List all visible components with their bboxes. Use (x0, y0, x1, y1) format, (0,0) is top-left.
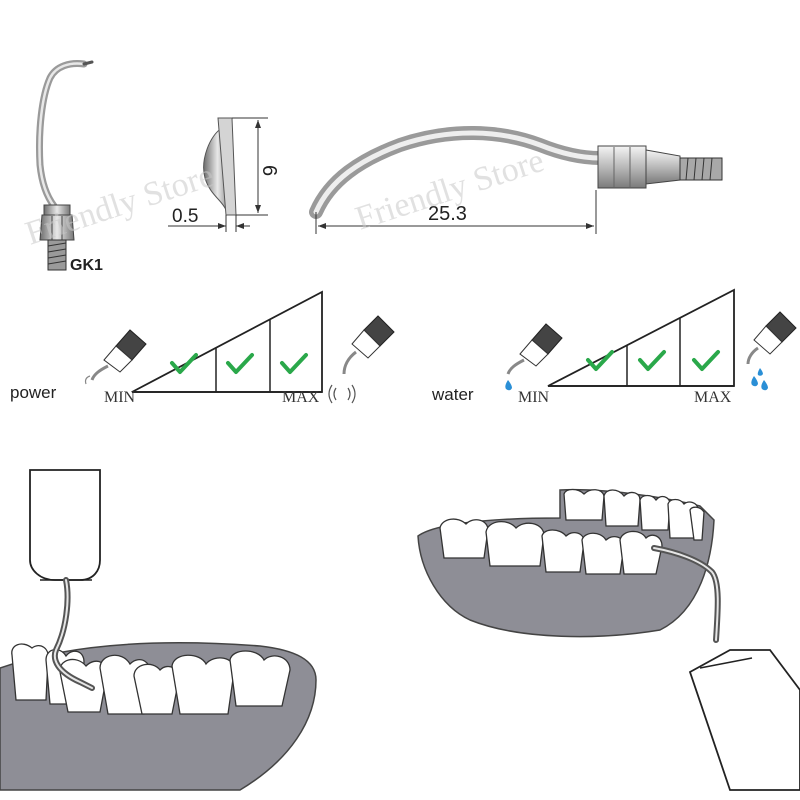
handpiece-icon (84, 329, 147, 385)
check-icon (586, 350, 614, 371)
power-max-label: MAX (282, 389, 320, 406)
dimension-length: 25.3 (428, 203, 467, 225)
dimension-thickness: 0.5 (172, 206, 198, 227)
water-max-label: MAX (694, 389, 732, 406)
handpiece-icon (746, 311, 797, 365)
dimension-height: 6 (258, 165, 280, 176)
tip-side-view (309, 126, 723, 234)
handpiece-icon (506, 323, 563, 375)
power-label: power (10, 383, 57, 402)
gk1-tip-illustration (36, 60, 94, 271)
power-scale (84, 290, 395, 404)
handpiece-icon (342, 315, 395, 375)
water-min-label: MIN (518, 389, 550, 406)
check-icon (638, 350, 666, 371)
check-icon (692, 350, 720, 371)
water-drop-icon (751, 376, 758, 387)
water-drop-icon (505, 380, 512, 391)
water-scale (505, 288, 797, 391)
water-label: water (431, 385, 474, 404)
water-drop-icon (757, 368, 763, 376)
lower-jaw-illustration (0, 469, 317, 791)
upper-jaw-illustration (417, 488, 800, 791)
check-icon (170, 353, 198, 374)
check-icon (226, 353, 254, 374)
tip-model-label: GK1 (70, 257, 103, 274)
check-icon (280, 353, 308, 374)
vibration-icon (328, 384, 356, 404)
water-drop-icon (761, 380, 768, 391)
tip-cross-section (168, 117, 268, 232)
power-min-label: MIN (104, 389, 136, 406)
